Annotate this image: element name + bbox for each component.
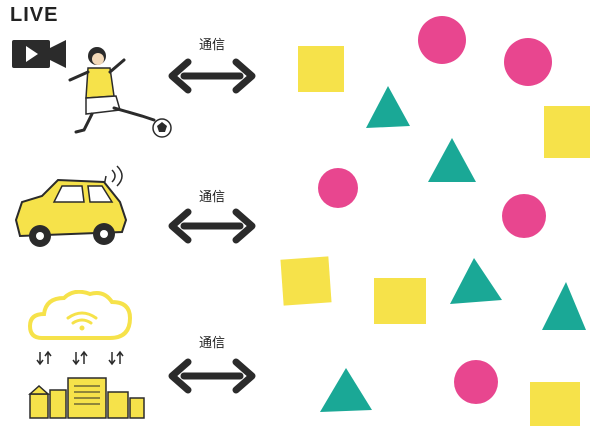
live-label: LIVE [10, 4, 59, 26]
teal-triangle [542, 282, 586, 330]
pink-circle [418, 16, 466, 64]
double-arrow-icon-3 [168, 358, 256, 394]
teal-triangle [450, 258, 502, 304]
pink-circle [504, 38, 552, 86]
teal-triangle [320, 368, 372, 412]
pink-circle [502, 194, 546, 238]
yellow-square [298, 46, 344, 92]
yellow-square [374, 278, 426, 324]
yellow-square [530, 382, 580, 426]
pink-circle [454, 360, 498, 404]
up-down-arrows-icon [36, 350, 124, 366]
video-camera-icon [12, 40, 66, 68]
pink-circle [318, 168, 358, 208]
connected-car-illustration [14, 165, 128, 247]
double-arrow-icon-1 [168, 58, 256, 94]
data-shapes-field [280, 16, 590, 426]
yellow-square [280, 256, 332, 306]
communication-label-2: 通信 [198, 190, 225, 205]
double-arrow-icon-2 [168, 208, 256, 244]
soccer-player-illustration [68, 47, 172, 138]
yellow-square [544, 106, 590, 158]
teal-triangle [428, 138, 476, 182]
communication-label-1: 通信 [198, 38, 225, 53]
wifi-icon [66, 311, 98, 325]
communication-label-3: 通信 [198, 336, 225, 351]
cloud-city-illustration [27, 290, 145, 419]
teal-triangle [366, 86, 410, 128]
